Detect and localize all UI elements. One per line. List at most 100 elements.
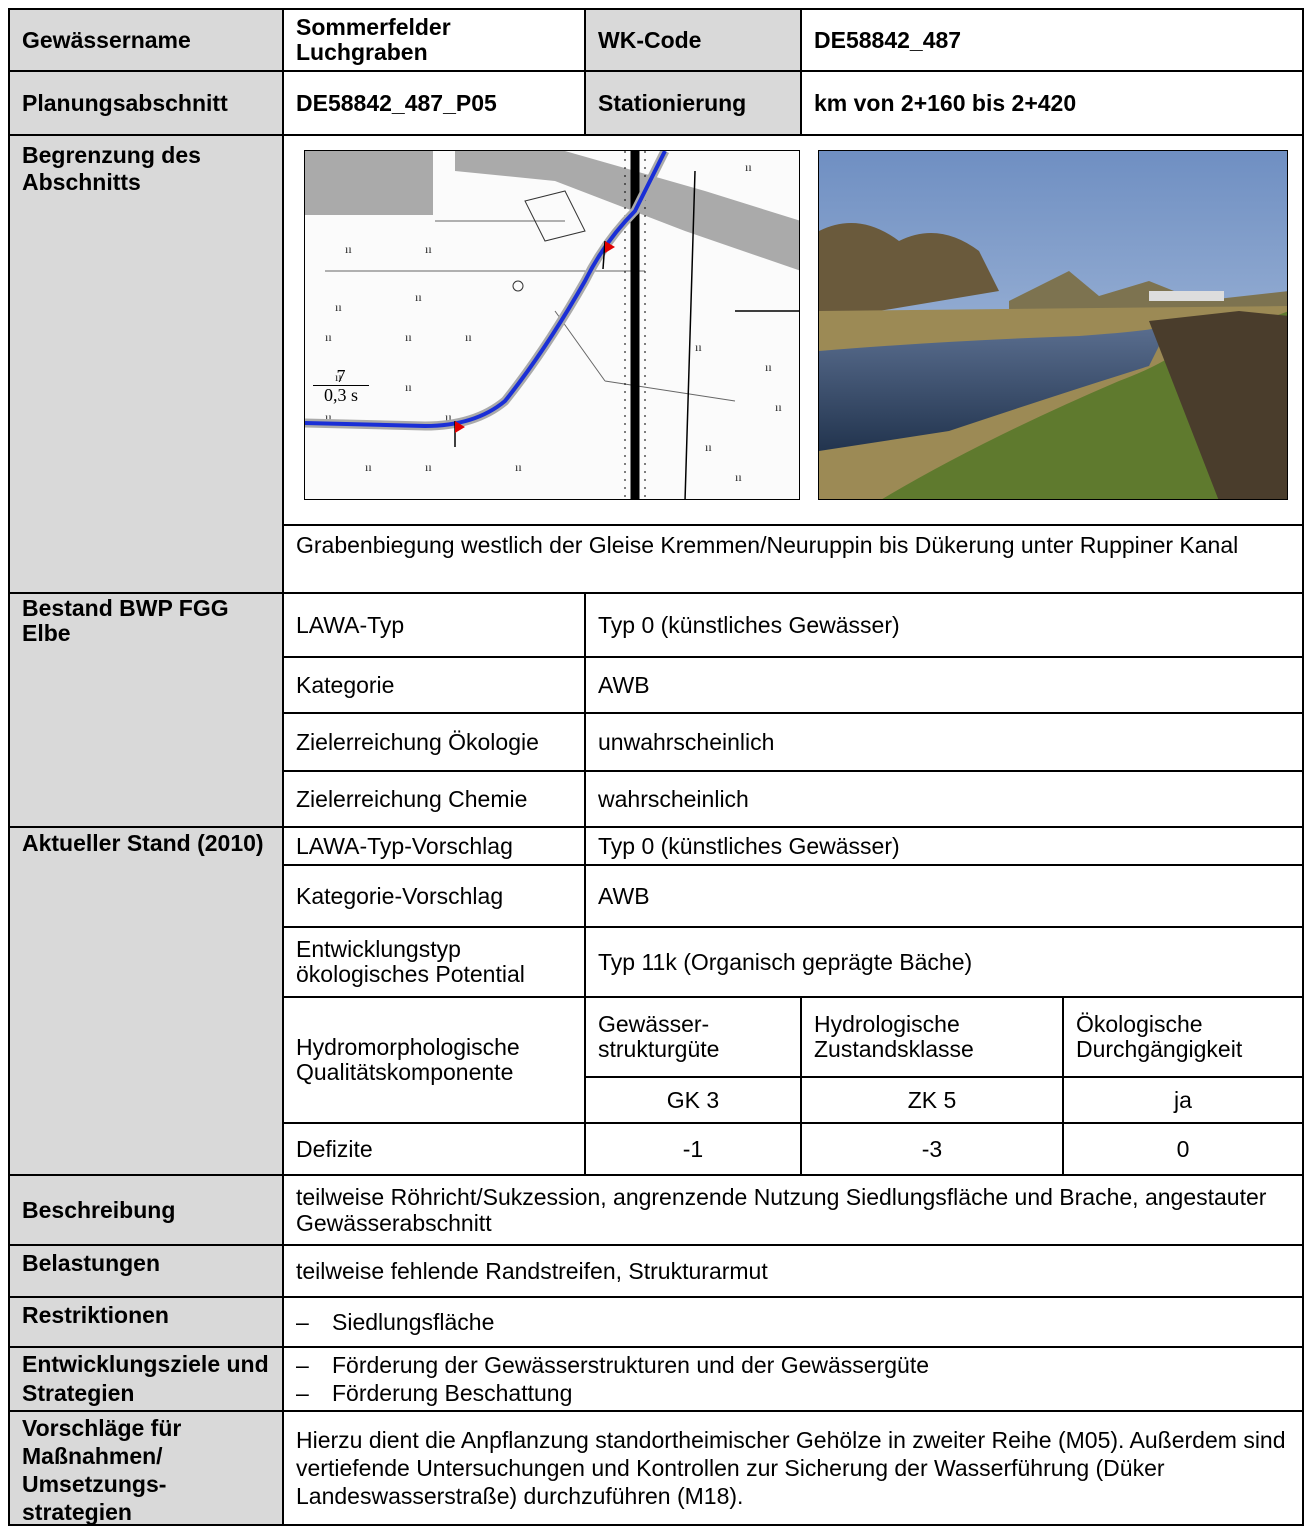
svg-text:ıı: ıı — [735, 470, 742, 484]
wk-code-value-text: DE58842_487 — [814, 26, 962, 53]
svg-text:ıı: ıı — [345, 242, 352, 256]
beschreibung-label-text: Beschreibung — [22, 1196, 176, 1223]
stationierung-value-text: km von 2+160 bis 2+420 — [814, 89, 1077, 116]
aktuell-row-1-value: AWB — [584, 864, 1304, 928]
restriktionen-item-0: –Siedlungsfläche — [296, 1309, 494, 1336]
flag-west-icon — [455, 421, 465, 433]
svg-text:ıı: ıı — [425, 460, 432, 474]
aktuell-label: Aktueller Stand (2010) — [8, 826, 284, 1176]
aktuell-row-2-value-text: Typ 11k (Organisch geprägte Bäche) — [598, 948, 973, 975]
beschreibung-value-text: teilweise Röhricht/Sukzession, angrenzen… — [296, 1184, 1267, 1236]
svg-text:ıı: ıı — [335, 300, 342, 314]
bestand-row-3-label: Zielerreichung Chemie — [282, 770, 586, 828]
flag-east-icon — [605, 241, 615, 253]
stationierung-label-text: Stationierung — [598, 89, 747, 116]
entwicklungsziele-item-0-text: Förderung der Gewässerstrukturen und der… — [332, 1352, 930, 1378]
river-section-line — [305, 151, 667, 429]
bestand-row-1-value-text: AWB — [598, 671, 650, 698]
map-circle — [512, 280, 524, 292]
bestand-row-3-label-text: Zielerreichung Chemie — [296, 785, 528, 812]
gewaessername-label-text: Gewässername — [22, 26, 191, 53]
map-paths — [684, 170, 799, 499]
aktuell-row-1-label-text: Kategorie-Vorschlag — [296, 882, 504, 909]
bestand-row-2-value: unwahrscheinlich — [584, 712, 1304, 772]
entwicklungsziele-list: –Förderung der Gewässerstrukturen und de… — [282, 1346, 1304, 1412]
bestand-row-2-label-text: Zielerreichung Ökologie — [296, 728, 539, 755]
map-lines — [325, 220, 736, 402]
svg-text:ıı: ıı — [695, 340, 702, 354]
aktuell-label-text: Aktueller Stand (2010) — [22, 830, 264, 856]
bestand-row-2-label: Zielerreichung Ökologie — [282, 712, 586, 772]
belastungen-label: Belastungen — [8, 1244, 284, 1298]
bestand-row-0-label-text: LAWA-Typ — [296, 611, 405, 638]
hydro-value-2-text: ja — [1174, 1086, 1192, 1113]
planungsabschnitt-label-text: Planungsabschnitt — [22, 89, 228, 116]
bestand-row-2-value-text: unwahrscheinlich — [598, 728, 775, 755]
bestand-row-1-label-text: Kategorie — [296, 671, 395, 698]
entwicklungsziele-bullet-0: – — [296, 1352, 309, 1378]
defizite-label: Defizite — [282, 1122, 586, 1176]
restriktionen-bullet: – — [296, 1308, 309, 1335]
svg-text:ıı: ıı — [415, 290, 422, 304]
planungsabschnitt-value: DE58842_487_P05 — [282, 70, 586, 136]
bestand-row-0-value: Typ 0 (künstliches Gewässer) — [584, 592, 1304, 658]
aktuell-row-0-value-text: Typ 0 (künstliches Gewässer) — [598, 832, 900, 859]
stationierung-label: Stationierung — [584, 70, 802, 136]
map-label-bottom: 0,3 s — [313, 385, 369, 404]
begrenzung-description-text: Grabenbiegung westlich der Gleise Kremme… — [296, 532, 1239, 558]
section-photo — [818, 150, 1288, 500]
canal-band — [455, 151, 799, 271]
wk-code-value: DE58842_487 — [800, 8, 1304, 72]
aktuell-row-0-label-text: LAWA-Typ-Vorschlag — [296, 832, 513, 859]
entwicklungsziele-item-1-text: Förderung Beschattung — [332, 1380, 573, 1406]
entwicklungsziele-bullet-1: – — [296, 1380, 309, 1406]
vorschlaege-label-text: Vorschläge für Maßnahmen/ Umsetzungs-str… — [22, 1415, 182, 1525]
photo-bridge — [1149, 291, 1224, 301]
bestand-row-0-label: LAWA-Typ — [282, 592, 586, 658]
hydro-value-2: ja — [1062, 1076, 1304, 1124]
defizite-value-0-text: -1 — [682, 1135, 704, 1162]
photo-trees-left — [819, 223, 999, 321]
belastungen-value-text: teilweise fehlende Randstreifen, Struktu… — [296, 1257, 768, 1284]
entwicklungsziele-item-1: –Förderung Beschattung — [296, 1379, 929, 1407]
beschreibung-label: Beschreibung — [8, 1174, 284, 1246]
defizite-value-0: -1 — [584, 1122, 802, 1176]
svg-text:ıı: ıı — [445, 410, 452, 424]
section-photo-drawing — [819, 151, 1287, 499]
restriktionen-label-text: Restriktionen — [22, 1302, 169, 1328]
svg-text:ıı: ıı — [775, 400, 782, 414]
stationierung-value: km von 2+160 bis 2+420 — [800, 70, 1304, 136]
hydro-value-1: ZK 5 — [800, 1076, 1064, 1124]
hydro-header-2: Ökologische Durchgängigkeit — [1062, 996, 1304, 1078]
aktuell-row-1-value-text: AWB — [598, 882, 650, 909]
planungsabschnitt-label: Planungsabschnitt — [8, 70, 284, 136]
svg-text:ıı: ıı — [405, 330, 412, 344]
svg-text:ıı: ıı — [515, 460, 522, 474]
defizite-label-text: Defizite — [296, 1135, 373, 1162]
svg-text:ıı: ıı — [335, 370, 342, 384]
restriktionen-label: Restriktionen — [8, 1296, 284, 1348]
aktuell-row-1-label: Kategorie-Vorschlag — [282, 864, 586, 928]
svg-text:ıı: ıı — [705, 440, 712, 454]
hydro-header-1: Hydrologische Zustandsklasse — [800, 996, 1064, 1078]
photo-soil — [1149, 311, 1287, 499]
wk-code-label-text: WK-Code — [598, 26, 702, 53]
restriktionen-list: –Siedlungsfläche — [282, 1296, 1304, 1348]
svg-text:ıı: ıı — [425, 242, 432, 256]
bestand-row-0-value-text: Typ 0 (künstliches Gewässer) — [598, 611, 900, 638]
belastungen-label-text: Belastungen — [22, 1250, 161, 1276]
svg-text:ıı: ıı — [325, 330, 332, 344]
gewaessername-value: Sommerfelder Luchgraben — [282, 8, 586, 72]
defizite-value-2: 0 — [1062, 1122, 1304, 1176]
svg-text:ıı: ıı — [405, 380, 412, 394]
begrenzung-label: Begrenzung des Abschnitts — [8, 134, 284, 594]
aktuell-row-2-value: Typ 11k (Organisch geprägte Bäche) — [584, 926, 1304, 998]
wk-code-label: WK-Code — [584, 8, 802, 72]
vorschlaege-value-text: Hierzu dient die Anpflanzung standorthei… — [296, 1427, 1286, 1509]
entwicklungsziele-item-0: –Förderung der Gewässerstrukturen und de… — [296, 1351, 929, 1379]
svg-text:ıı: ıı — [365, 460, 372, 474]
beschreibung-value: teilweise Röhricht/Sukzession, angrenzen… — [282, 1174, 1304, 1246]
bestand-row-1-value: AWB — [584, 656, 1304, 714]
aktuell-row-2-label: Entwicklungstyp ökologisches Potential — [282, 926, 586, 998]
